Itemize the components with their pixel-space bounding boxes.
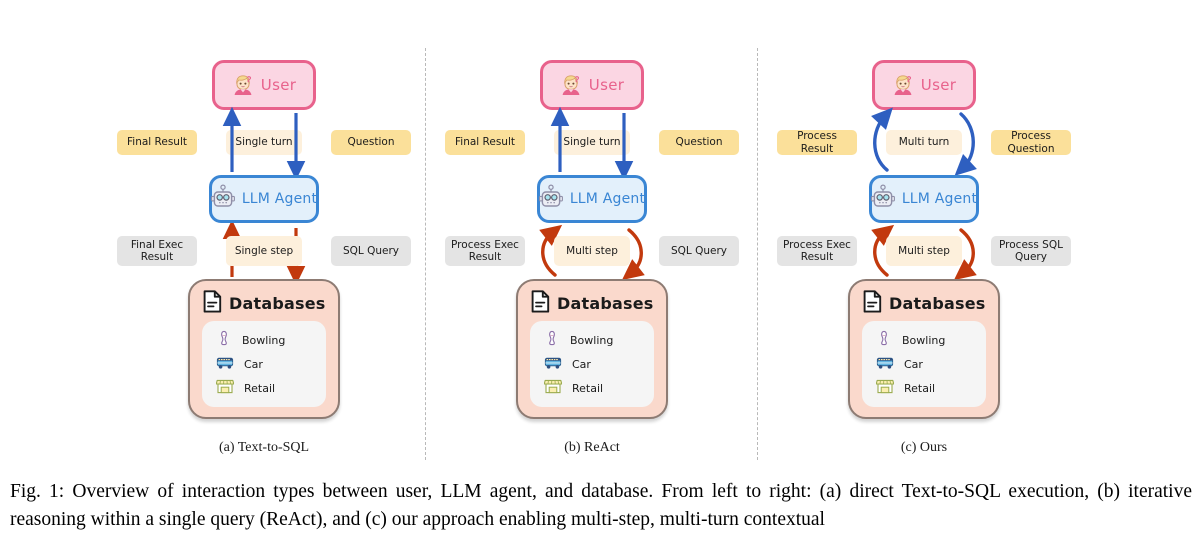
figure-diagram: User Final Result Single turn Question <box>99 0 1089 470</box>
panel-ours: User Process Result Multi turn Process Q… <box>759 0 1089 470</box>
chip-upper-left: Process Result <box>777 130 857 155</box>
databases-title: Databases <box>531 290 666 317</box>
bowling-pin-icon <box>216 330 232 350</box>
chip-upper-mid: Multi turn <box>886 130 962 155</box>
list-item: Bowling <box>862 328 986 352</box>
list-item: Retail <box>862 376 986 400</box>
user-avatar-icon <box>232 71 254 99</box>
list-item: Car <box>202 352 326 376</box>
chip-upper-left: Final Result <box>117 130 197 155</box>
chip-lower-left: Process Exec Result <box>445 236 525 266</box>
figure-caption-label: Fig. 1: <box>10 481 65 502</box>
llm-agent-node: LLM Agent <box>537 175 647 223</box>
user-label: User <box>588 76 625 94</box>
bus-icon <box>876 355 894 374</box>
chip-upper-right: Question <box>331 130 411 155</box>
list-item-label: Car <box>904 357 923 371</box>
user-node: User <box>212 60 316 110</box>
arrow-process-sql-loop-down <box>953 228 977 281</box>
panel-react: User Final Result Single turn Question <box>427 0 757 470</box>
chip-lower-right: Process SQL Query <box>991 236 1071 266</box>
databases-title-text: Databases <box>889 294 986 313</box>
databases-title: Databases <box>203 290 338 317</box>
list-item-label: Retail <box>244 381 276 395</box>
chip-lower-mid: Single step <box>226 236 302 266</box>
document-icon <box>863 290 882 317</box>
bus-icon <box>216 355 234 374</box>
chip-upper-mid: Single turn <box>226 130 302 155</box>
user-label: User <box>260 76 297 94</box>
panel-divider-2 <box>757 48 758 460</box>
figure-caption: Fig. 1: Overview of interaction types be… <box>10 478 1192 533</box>
arrow-process-question-loop-down <box>954 112 977 176</box>
list-item-label: Bowling <box>570 333 614 347</box>
document-icon <box>203 290 222 317</box>
robot-icon <box>538 184 563 214</box>
chip-lower-mid: Multi step <box>554 236 630 266</box>
panel-text-to-sql: User Final Result Single turn Question <box>99 0 429 470</box>
user-avatar-icon <box>560 71 582 99</box>
list-item: Bowling <box>530 328 654 352</box>
llm-agent-label: LLM Agent <box>569 191 646 207</box>
document-icon <box>531 290 550 317</box>
robot-icon <box>870 184 895 214</box>
robot-icon <box>210 184 235 214</box>
bowling-pin-icon <box>876 330 892 350</box>
list-item-label: Bowling <box>902 333 946 347</box>
list-item-label: Car <box>244 357 263 371</box>
llm-agent-node: LLM Agent <box>869 175 979 223</box>
arrow-sql-query-loop-down <box>621 228 645 281</box>
llm-agent-label: LLM Agent <box>241 191 318 207</box>
figure-caption-text: Overview of interaction types between us… <box>10 481 1192 530</box>
chip-upper-right: Process Question <box>991 130 1071 155</box>
databases-list: Bowling <box>202 321 326 407</box>
user-avatar-icon <box>892 71 914 99</box>
databases-node: Databases Bowling <box>516 279 668 419</box>
chip-lower-right: SQL Query <box>659 236 739 266</box>
chip-upper-left: Final Result <box>445 130 525 155</box>
databases-node: Databases Bowling <box>188 279 340 419</box>
bus-icon <box>544 355 562 374</box>
list-item-label: Bowling <box>242 333 286 347</box>
panel-divider-1 <box>425 48 426 460</box>
llm-agent-node: LLM Agent <box>209 175 319 223</box>
databases-list: Bowling <box>530 321 654 407</box>
panel-caption: (b) ReAct <box>564 440 620 455</box>
list-item-label: Retail <box>904 381 936 395</box>
chip-lower-left: Final Exec Result <box>117 236 197 266</box>
panel-caption: (a) Text-to-SQL <box>218 440 310 455</box>
llm-agent-label: LLM Agent <box>901 191 978 207</box>
list-item: Bowling <box>202 328 326 352</box>
databases-list: Bowling <box>862 321 986 407</box>
user-label: User <box>920 76 957 94</box>
store-icon <box>543 378 563 398</box>
list-item-label: Retail <box>572 381 604 395</box>
list-item: Retail <box>530 376 654 400</box>
databases-title-text: Databases <box>229 294 326 313</box>
databases-node: Databases Bowling <box>848 279 1000 419</box>
chip-upper-right: Question <box>659 130 739 155</box>
user-node: User <box>540 60 644 110</box>
user-node: User <box>872 60 976 110</box>
databases-title: Databases <box>863 290 998 317</box>
chip-lower-right: SQL Query <box>331 236 411 266</box>
list-item: Retail <box>202 376 326 400</box>
list-item: Car <box>530 352 654 376</box>
bowling-pin-icon <box>544 330 560 350</box>
list-item-label: Car <box>572 357 591 371</box>
store-icon <box>875 378 895 398</box>
chip-lower-left: Process Exec Result <box>777 236 857 266</box>
chip-lower-mid: Multi step <box>886 236 962 266</box>
databases-title-text: Databases <box>557 294 654 313</box>
chip-upper-mid: Single turn <box>554 130 630 155</box>
list-item: Car <box>862 352 986 376</box>
store-icon <box>215 378 235 398</box>
panel-caption: (c) Ours <box>900 440 948 455</box>
